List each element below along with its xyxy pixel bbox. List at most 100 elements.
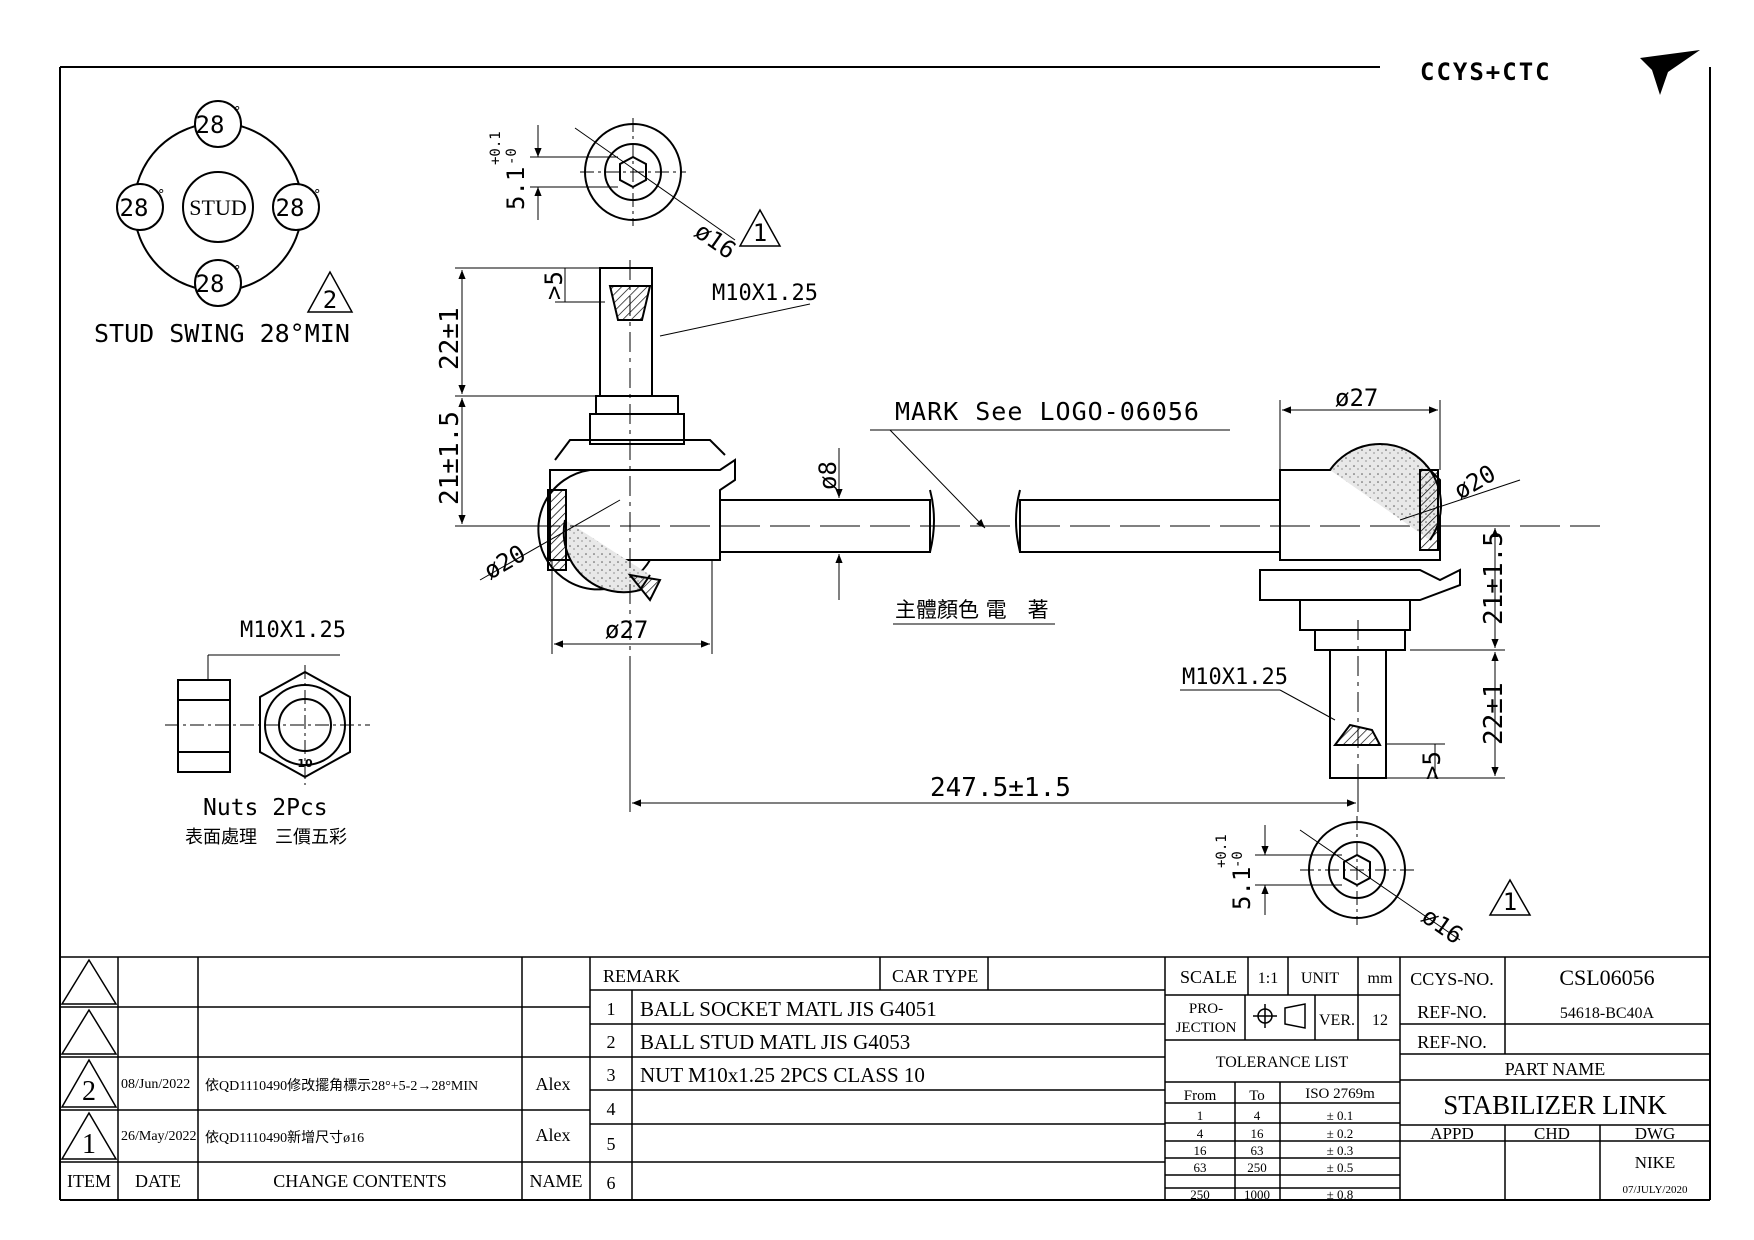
svg-text:± 0.3: ± 0.3 [1327,1143,1354,1158]
svg-text:± 0.5: ± 0.5 [1327,1160,1354,1175]
svg-text:ø20: ø20 [1449,459,1501,505]
drawing-border [59,66,1711,1201]
svg-text:3: 3 [607,1065,616,1085]
svg-text:28: 28 [276,194,305,222]
svg-text:BALL SOCKET MATL JIS G4051: BALL SOCKET MATL JIS G4051 [640,997,937,1021]
svg-text:22±1: 22±1 [435,307,465,370]
svg-text:5.1: 5.1 [502,167,530,210]
svg-text:22±1: 22±1 [1479,682,1509,745]
svg-text:1000: 1000 [1244,1187,1270,1202]
bottom-end-view-labels: 5.1 +0.1 -0 ø16 1 [1214,834,1517,950]
svg-text:4: 4 [1254,1108,1261,1123]
revision-table: 2 1 08/Jun/2022 26/May/2022 依QD1110490修改… [67,1074,583,1191]
svg-text:°: ° [234,105,241,120]
svg-text:21±1.5: 21±1.5 [1479,531,1509,625]
svg-text:主體顏色 電 著: 主體顏色 電 著 [895,598,1049,622]
svg-text:-0: -0 [1230,851,1246,868]
svg-text:54618-BC40A: 54618-BC40A [1560,1005,1655,1022]
top-end-view [530,118,782,247]
svg-text:NIKE: NIKE [1635,1153,1676,1172]
svg-text:63: 63 [1194,1160,1207,1175]
svg-text:ø27: ø27 [1335,384,1378,412]
svg-text:JECTION: JECTION [1176,1020,1237,1036]
svg-text:10: 10 [297,757,313,770]
svg-text:REF-NO.: REF-NO. [1417,1002,1487,1022]
svg-text:ø16: ø16 [1417,902,1469,950]
svg-text:M10X1.25: M10X1.25 [712,281,818,306]
stud-swing-diagram [116,100,354,313]
svg-text:CCYS-NO.: CCYS-NO. [1410,969,1494,989]
svg-text:4: 4 [607,1099,616,1119]
svg-text:± 0.1: ± 0.1 [1327,1108,1354,1123]
overall-length-label: 247.5±1.5 [930,773,1071,803]
right-joint-dimensions [1180,400,1521,779]
svg-text:ITEM: ITEM [67,1171,111,1191]
svg-text:28: 28 [120,194,149,222]
svg-text:CHANGE CONTENTS: CHANGE CONTENTS [273,1171,447,1191]
nut-drawing [165,654,370,785]
svg-text:1: 1 [82,1129,96,1160]
svg-text:5.1: 5.1 [1228,867,1256,910]
svg-text:16: 16 [1251,1126,1265,1141]
svg-text:NAME: NAME [530,1171,583,1191]
projection-symbol [1253,1003,1306,1029]
svg-text:NUT M10x1.25 2PCS CLASS 10: NUT M10x1.25 2PCS CLASS 10 [640,1063,925,1087]
svg-text:VER.: VER. [1319,1012,1355,1029]
svg-text:PRO-: PRO- [1189,1001,1223,1017]
svg-text:MARK See LOGO-06056: MARK See LOGO-06056 [895,397,1200,426]
svg-text:M10X1.25: M10X1.25 [1182,665,1288,690]
svg-text:1: 1 [1503,888,1517,916]
svg-text:To: To [1249,1088,1265,1104]
rod-notes: MARK See LOGO-06056 主體顏色 電 著 [870,397,1281,625]
svg-text:CAR TYPE: CAR TYPE [892,966,978,986]
svg-text:+0.1: +0.1 [488,131,504,165]
top-end-view-labels: 5.1 +0.1 -0 ø16 1 [488,131,767,265]
svg-text:07/JULY/2020: 07/JULY/2020 [1623,1184,1688,1196]
svg-text:STUD SWING 28°MIN: STUD SWING 28°MIN [94,319,350,348]
svg-text:M10X1.25: M10X1.25 [240,618,346,643]
svg-text:1:1: 1:1 [1258,970,1278,987]
svg-text:250: 250 [1190,1187,1210,1202]
right-joint-labels: ø27 ø20 21±1.5 22±1 >5 M10X1.25 [1182,384,1509,780]
svg-text:REMARK: REMARK [603,966,680,986]
svg-text:ø20: ø20 [479,539,531,585]
nut-labels: M10X1.25 10 Nuts 2Pcs 表面處理 三價五彩 [185,618,347,848]
svg-text:DWG: DWG [1635,1124,1676,1143]
svg-text:26/May/2022: 26/May/2022 [121,1129,196,1144]
svg-text:+0.1: +0.1 [1214,834,1230,868]
title-block: CCYS-NO. CSL06056 REF-NO. 54618-BC40A RE… [1410,965,1688,1196]
svg-text:TOLERANCE LIST: TOLERANCE LIST [1216,1054,1349,1071]
remarks-table: REMARK CAR TYPE 1 2 3 4 5 6 BALL SOCKET … [603,966,978,1193]
svg-text:°: ° [234,264,241,279]
svg-text:依QD1110490修改擺角標示28°+5-2→28°MIN: 依QD1110490修改擺角標示28°+5-2→28°MIN [205,1078,478,1094]
svg-text:依QD1110490新增尺寸ø16: 依QD1110490新增尺寸ø16 [205,1130,364,1146]
svg-text:-0: -0 [504,148,520,165]
svg-text:DATE: DATE [135,1171,181,1191]
svg-text:UNIT: UNIT [1301,970,1339,987]
svg-text:CSL06056: CSL06056 [1559,965,1654,990]
spec-table: SCALE 1:1 UNIT mm PRO- JECTION VER. 12 T… [1176,967,1393,1202]
svg-text:250: 250 [1247,1160,1267,1175]
svg-text:ø8: ø8 [814,461,842,490]
svg-text:表面處理 三價五彩: 表面處理 三價五彩 [185,827,347,848]
svg-text:± 0.8: ± 0.8 [1327,1187,1354,1202]
svg-text:ø27: ø27 [605,616,648,644]
svg-text:ø16: ø16 [690,217,742,265]
overall-length-dimension [629,660,1359,812]
svg-text:°: ° [314,188,321,203]
stud-swing-labels: 28 28 28 28 ° ° ° ° STUD 2 STUD SWING 28… [94,105,350,348]
svg-text:± 0.2: ± 0.2 [1327,1126,1354,1141]
svg-text:08/Jun/2022: 08/Jun/2022 [121,1077,190,1092]
svg-text:21±1.5: 21±1.5 [435,411,465,505]
title-block-grid [60,956,1710,1200]
svg-text:2: 2 [323,286,337,314]
svg-text:BALL STUD MATL JIS G4053: BALL STUD MATL JIS G4053 [640,1030,910,1054]
svg-text:PART NAME: PART NAME [1505,1059,1605,1079]
svg-text:63: 63 [1251,1143,1264,1158]
svg-text:5: 5 [607,1134,616,1154]
svg-text:STUD: STUD [189,195,246,220]
svg-text:12: 12 [1372,1012,1388,1029]
svg-text:>5: >5 [540,271,568,300]
left-ball-joint [470,260,1600,680]
